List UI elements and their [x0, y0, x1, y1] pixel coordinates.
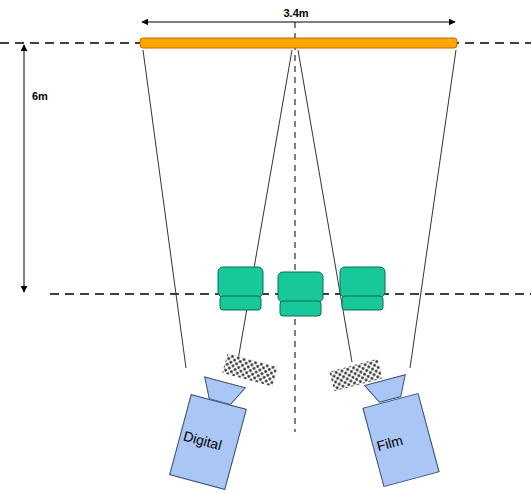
screen: [140, 38, 457, 48]
filter: [222, 354, 277, 387]
camera-body: Film: [362, 393, 439, 487]
width-dimension: [142, 22, 455, 23]
camera-label: Digital: [179, 427, 224, 453]
camera-body: Digital: [169, 394, 247, 490]
sight-lines: [143, 50, 456, 368]
distance-dimension: [24, 45, 25, 292]
dimension-label: 6m: [30, 90, 50, 102]
dimension-label: 3.4m: [281, 7, 310, 19]
seats: [218, 267, 385, 316]
center-line: [295, 22, 296, 432]
camera-label: Film: [372, 432, 405, 455]
